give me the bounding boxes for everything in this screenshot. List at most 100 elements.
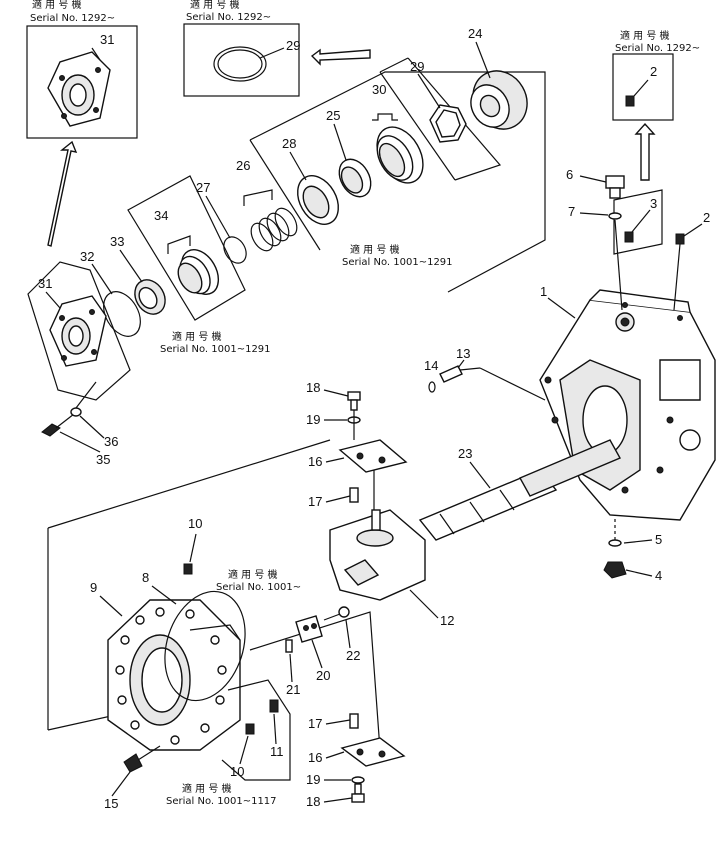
plug-2	[675, 233, 685, 245]
washer-19-lower	[351, 776, 365, 784]
part-label: 16	[308, 750, 322, 765]
pad-16-upper	[338, 439, 408, 473]
part-label: 28	[282, 136, 296, 151]
part-label: 31	[38, 276, 52, 291]
part-label: 34	[154, 208, 168, 223]
part-label: 15	[104, 796, 118, 811]
pump-housing-1	[539, 289, 716, 521]
note-applicable-jp: 適 用 号 機	[620, 29, 670, 42]
part-label: 16	[308, 454, 322, 469]
bolt-18-upper	[347, 391, 361, 411]
bolt-18-lower	[351, 783, 365, 803]
note-serial: Serial No. 1001~1291	[160, 344, 271, 355]
plug-11	[269, 699, 279, 713]
part-label: 6	[566, 167, 573, 182]
bolt-6	[605, 175, 625, 199]
part-label: 25	[326, 108, 340, 123]
part-label: 10	[188, 516, 202, 531]
part-label: 1	[540, 284, 547, 299]
pad-16-lower	[340, 737, 406, 767]
block-20	[295, 615, 323, 643]
part-label: 17	[308, 494, 322, 509]
part-label: 13	[456, 346, 470, 361]
part-label: 7	[568, 204, 575, 219]
part-label: 19	[306, 772, 320, 787]
note-applicable-jp: 適 用 号 機	[32, 0, 82, 11]
part-label: 30	[372, 82, 386, 97]
part-label: 19	[306, 412, 320, 427]
part-label: 2	[650, 64, 657, 79]
spring-26	[250, 207, 298, 252]
part-label: 27	[196, 180, 210, 195]
seal-25	[338, 158, 372, 198]
part-label: 8	[142, 570, 149, 585]
seal-14	[428, 381, 436, 393]
part-label: 21	[286, 682, 300, 697]
flange-cover-31	[27, 261, 131, 401]
part-label: 29	[286, 38, 300, 53]
part-label: 23	[458, 446, 472, 461]
part-label: 10	[230, 764, 244, 779]
part-label: 26	[236, 158, 250, 173]
arrow-left-top	[310, 48, 371, 66]
bushing-33	[134, 279, 166, 315]
snap-ring-29	[429, 104, 467, 143]
inset-part-29-new: 適 用 号 機 Serial No. 1292~ 29	[183, 0, 300, 97]
arrow-up-left	[47, 140, 78, 247]
plug-2-new	[625, 95, 635, 107]
part-label: 35	[96, 452, 110, 467]
part-label: 36	[104, 434, 118, 449]
seal-5	[608, 539, 622, 547]
part-label: 22	[346, 648, 360, 663]
pin-17-lower	[349, 713, 359, 729]
upper-parts-frame	[249, 57, 546, 293]
inset-part-3	[613, 189, 663, 255]
note-serial: Serial No. 1292~	[186, 12, 271, 23]
plug-4	[603, 561, 627, 579]
part-label: 20	[316, 668, 330, 683]
note-applicable-jp: 適 用 号 機	[172, 330, 222, 343]
part-label: 32	[80, 249, 94, 264]
drive-shaft-23	[418, 439, 621, 541]
end-cover-9	[107, 599, 241, 751]
inset-part-2-new: 適 用 号 機 Serial No. 1292~ 2	[612, 29, 700, 121]
part-label: 17	[308, 716, 322, 731]
part-label: 4	[655, 568, 662, 583]
part-label: 33	[110, 234, 124, 249]
part-label: 18	[306, 380, 320, 395]
plug-10-upper	[183, 563, 193, 575]
o-ring-32	[103, 291, 141, 337]
part-label: 3	[650, 196, 657, 211]
part-label: 11	[270, 744, 284, 759]
part-label: 29	[410, 59, 424, 74]
part-label: 18	[306, 794, 320, 809]
note-serial: Serial No. 1001~	[216, 582, 301, 593]
note-serial: Serial No. 1292~	[30, 13, 115, 24]
snap-ring-29-new	[213, 46, 267, 82]
inset-part-31-new: 適 用 号 機 Serial No. 1292~ 31	[26, 0, 138, 139]
snap-ring-27	[223, 236, 247, 264]
lower-serial-frame	[221, 679, 291, 781]
pin-17-upper	[349, 487, 359, 503]
part-label: 5	[655, 532, 662, 547]
flange-cover-31-new	[47, 51, 111, 127]
bearing-24	[470, 70, 528, 130]
part-label: 2	[703, 210, 710, 225]
part-label: 31	[100, 32, 114, 47]
plug-10-lower	[245, 723, 255, 735]
bolt-22	[323, 606, 350, 621]
part-label: 9	[90, 580, 97, 595]
pin-21	[285, 639, 293, 653]
note-applicable-jp: 適 用 号 機	[350, 243, 400, 256]
note-serial: Serial No. 1001~1291	[342, 257, 453, 268]
seal-34	[177, 249, 220, 295]
part-label: 24	[468, 26, 482, 41]
seal-30	[376, 126, 424, 184]
washer-36	[70, 407, 82, 417]
note-applicable-jp: 適 用 号 機	[190, 0, 240, 11]
bushing-28	[297, 175, 339, 225]
note-serial: Serial No. 1292~	[615, 43, 700, 54]
swash-plate-12	[329, 509, 426, 601]
